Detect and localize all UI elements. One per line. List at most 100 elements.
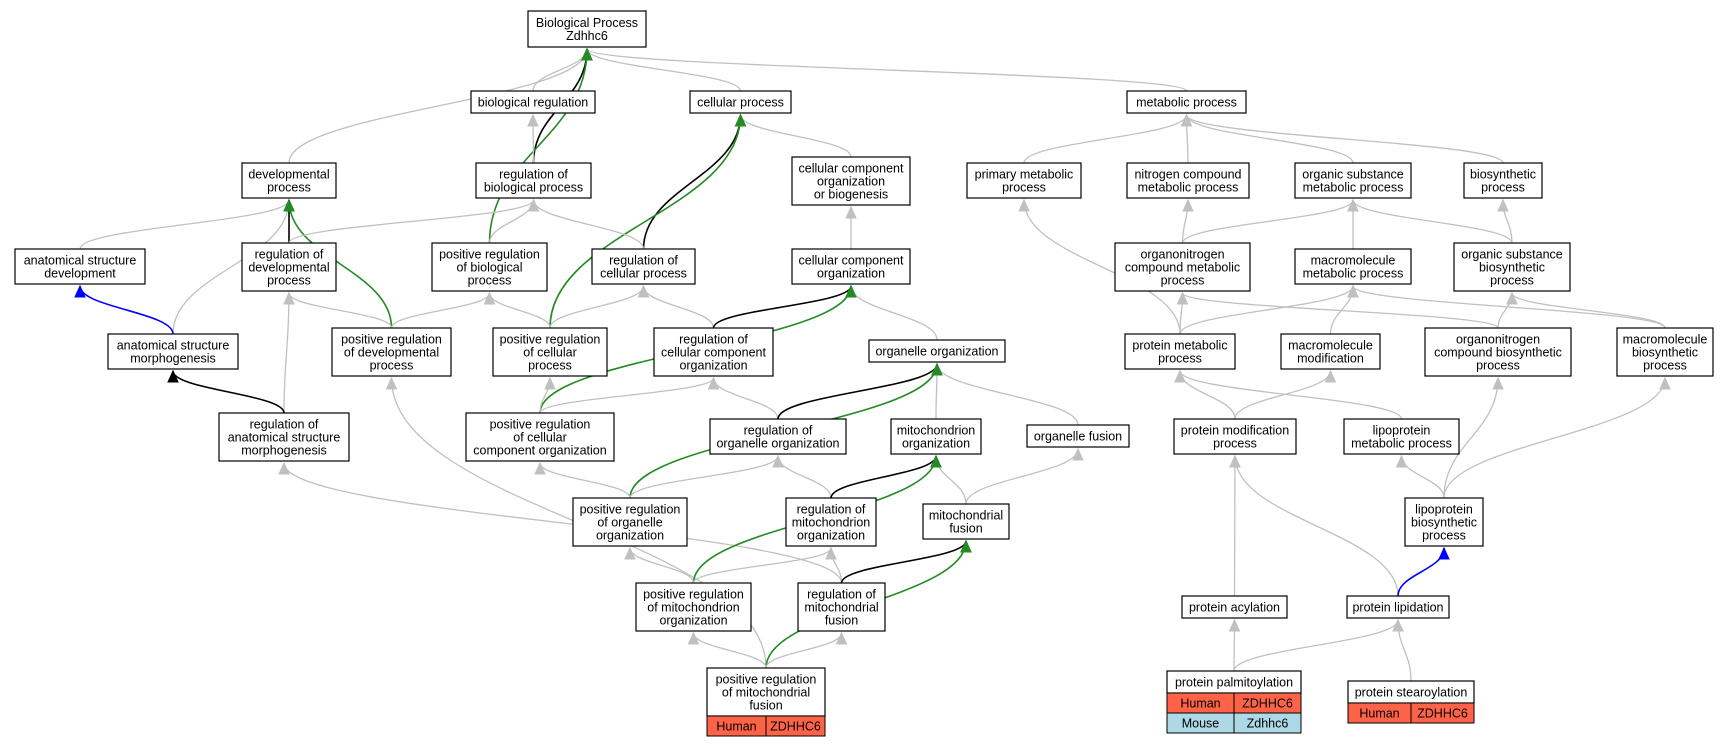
node-label-line: compound biosynthetic [1434, 346, 1562, 360]
is-a-edge [1443, 376, 1671, 499]
is-a-edge [1180, 113, 1504, 164]
node-box [241, 242, 337, 292]
node-label-line: macromolecule [1623, 333, 1708, 347]
is-a-edge [532, 47, 593, 92]
node-box [689, 90, 792, 114]
species-label: Mouse [1182, 717, 1220, 731]
blue-relation-edge [74, 284, 174, 335]
green-relation-edge [488, 47, 593, 244]
node-box [1173, 418, 1297, 455]
node-label-line: organization [902, 437, 970, 451]
node-label-line: organic substance [1302, 168, 1404, 182]
node-label-line: process [267, 181, 311, 195]
node-label-line: metabolic process [1303, 267, 1404, 281]
is-a-edge [390, 291, 496, 329]
node-label-line: mitochondrial [804, 601, 878, 615]
go-term-node: metabolic process [1126, 90, 1247, 114]
node-box [1346, 595, 1450, 619]
is-a-edge [539, 376, 720, 414]
node-box [791, 248, 911, 285]
is-a-edge [1234, 369, 1337, 420]
is-a-edge [1497, 198, 1513, 244]
node-box [1453, 242, 1571, 292]
node-label-line: protein palmitoylation [1175, 676, 1293, 690]
node-label-line: anatomical structure [228, 431, 341, 445]
is-a-edge [1233, 618, 1404, 672]
node-box [1026, 424, 1130, 448]
node-label-line: process [370, 359, 414, 373]
node-label-line: positive regulation [500, 333, 601, 347]
is-a-edge [283, 291, 295, 414]
is-a-edge [1229, 454, 1399, 597]
node-box [922, 503, 1010, 540]
node-label-line: regulation of [255, 248, 324, 262]
node-box [1404, 497, 1484, 547]
is-a-edge [1180, 113, 1193, 164]
node-label-line: of biological [456, 261, 522, 275]
node-box [791, 156, 911, 206]
node-box [1463, 162, 1543, 199]
node-label-line: process [1002, 181, 1046, 195]
blue-relation-edge [1397, 546, 1450, 597]
is-a-edge [965, 447, 1084, 505]
black-relation-edge [642, 113, 747, 250]
node-label-line: process [468, 274, 512, 288]
node-label-line: biosynthetic [1470, 168, 1536, 182]
is-a-edge [765, 631, 848, 669]
is-a-edge [825, 546, 843, 584]
node-label-line: of developmental [344, 346, 439, 360]
node-box [470, 90, 596, 114]
gene-cell [1410, 702, 1475, 724]
is-a-edge [1023, 113, 1193, 164]
is-a-edge [483, 291, 551, 329]
is-a-edge [1443, 376, 1504, 499]
node-box [1124, 333, 1236, 370]
node-label-line: macromolecule [1288, 339, 1373, 353]
node-label-line: process [528, 359, 572, 373]
is-a-edge [845, 284, 938, 341]
node-label-line: macromolecule [1311, 254, 1396, 268]
is-a-edge [79, 198, 295, 250]
node-label-line: of cellular [523, 346, 577, 360]
node-label-line: cellular process [600, 267, 687, 281]
node-label-line: regulation of [499, 168, 568, 182]
node-label-line: metabolic process [1138, 181, 1239, 195]
go-term-node: protein lipidation [1346, 595, 1450, 619]
node-label-line: morphogenesis [241, 444, 326, 458]
node-label-line: compound metabolic [1125, 261, 1240, 275]
node-label-line: organelle fusion [1034, 430, 1122, 444]
node-label-line: fusion [949, 522, 982, 536]
node-label-line: process [267, 274, 311, 288]
is-a-edge [1347, 198, 1513, 244]
node-box [1616, 327, 1714, 377]
node-label-line: developmental [248, 261, 329, 275]
node-box [635, 582, 752, 632]
node-label-line: lipoprotein [1415, 503, 1473, 517]
node-label-line: process [1213, 437, 1257, 451]
node-label-line: developmental [248, 168, 329, 182]
node-label-line: positive regulation [580, 503, 681, 517]
node-box [1424, 327, 1572, 377]
is-a-edge [1347, 284, 1666, 329]
node-label-line: regulation of [744, 424, 813, 438]
is-a-edge [534, 461, 631, 499]
node-label-line: fusion [749, 699, 782, 713]
node-box [1280, 333, 1381, 370]
